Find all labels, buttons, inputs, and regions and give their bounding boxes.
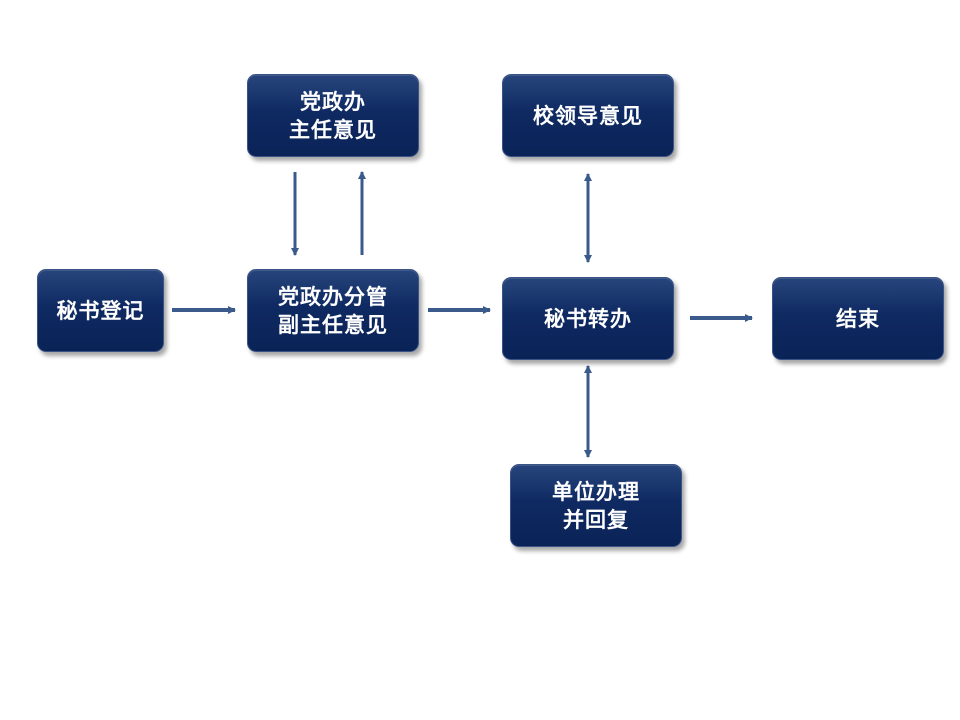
node-label-line: 党政办: [300, 89, 366, 114]
node-label-line: 结束: [836, 306, 880, 331]
node-label-line: 秘书登记: [56, 298, 145, 323]
node-label-line: 主任意见: [289, 117, 377, 142]
node-label-line: 秘书转办: [544, 306, 632, 331]
node-label-line: 校领导意见: [533, 103, 643, 128]
node-office-director-opinion: 党政办 主任意见: [247, 74, 419, 157]
node-deputy-director-opinion: 党政办分管 副主任意见: [247, 269, 419, 352]
node-secretary-register: 秘书登记: [37, 269, 164, 352]
node-school-leader-opinion: 校领导意见: [502, 74, 674, 157]
node-label-line: 党政办分管: [278, 284, 388, 309]
node-end: 结束: [772, 277, 944, 360]
node-label-line: 副主任意见: [278, 312, 388, 337]
node-label-line: 并回复: [563, 507, 629, 532]
node-secretary-transfer: 秘书转办: [502, 277, 674, 360]
node-unit-handle-reply: 单位办理 并回复: [510, 464, 682, 547]
node-label-line: 单位办理: [552, 479, 640, 504]
